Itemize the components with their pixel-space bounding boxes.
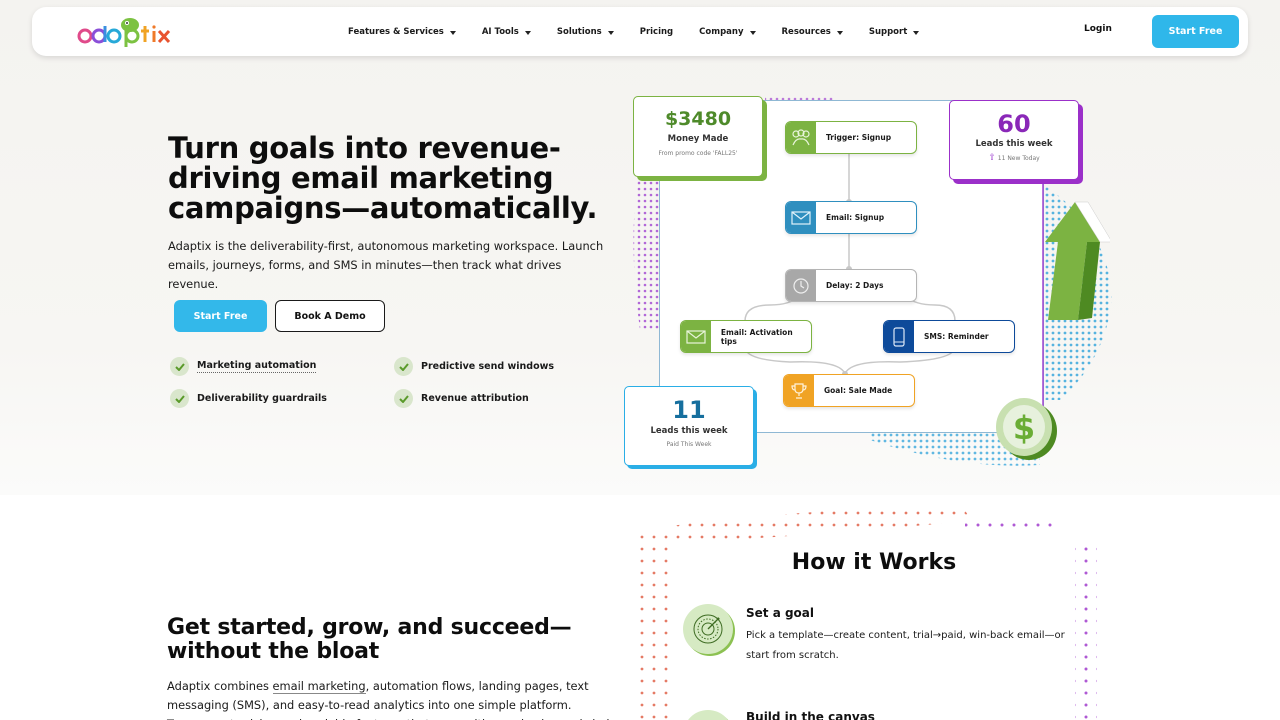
arrow-up-icon: ⇧ [988, 153, 996, 163]
leads-paid-sub: Paid This Week [666, 441, 712, 448]
nav-label: Pricing [639, 26, 674, 37]
feature-link[interactable]: Marketing automation [197, 360, 317, 373]
step-title: Set a goal [746, 606, 815, 620]
nav-label: Support [868, 26, 908, 37]
feature-predictive-send: Predictive send windows [394, 357, 554, 376]
canvas-icon [683, 710, 733, 720]
nav-resources[interactable]: Resources [782, 27, 843, 37]
caret-down-icon [607, 30, 614, 35]
section-body: Adaptix combines email marketing, automa… [167, 677, 627, 720]
adaptix-logo[interactable] [74, 16, 174, 48]
nav-solutions[interactable]: Solutions [557, 27, 614, 37]
nav-label: AI Tools [481, 26, 519, 37]
node-email-activation: Email: Activation tips [680, 320, 812, 353]
feature-label: Deliverability guardrails [197, 393, 327, 404]
leads-week-sub-text: 11 New Today [997, 155, 1040, 162]
book-demo-button[interactable]: Book A Demo [275, 300, 385, 332]
nav-start-free-button[interactable]: Start Free [1152, 15, 1239, 48]
caret-down-icon [749, 30, 756, 35]
growth-arrow-icon [1045, 201, 1110, 320]
leads-week-label: Leads this week [975, 139, 1053, 149]
svg-text:$: $ [1013, 409, 1035, 447]
nav-company[interactable]: Company [699, 26, 756, 37]
feature-deliverability: Deliverability guardrails [170, 389, 327, 408]
hero-title: Turn goals into revenue-driving email ma… [168, 131, 598, 225]
nav-features-services[interactable]: Features & Services [348, 27, 456, 37]
caret-down-icon [836, 30, 843, 35]
feature-label: Revenue attribution [421, 393, 529, 404]
leads-paid-label: Leads this week [650, 426, 728, 436]
money-value: $3480 [664, 108, 732, 130]
clock-icon [786, 270, 816, 301]
nav-ai-tools[interactable]: AI Tools [482, 27, 531, 37]
top-navbar: Features & Services AI Tools Solutions P… [32, 7, 1248, 56]
node-delay-2-days: Delay: 2 Days [785, 269, 917, 302]
node-trigger-signup: Trigger: Signup [785, 121, 917, 154]
node-goal-sale: Goal: Sale Made [783, 374, 915, 407]
stat-card-leads-week: 60 Leads this week ⇧ 11 New Today [949, 100, 1079, 180]
nav-label: Solutions [556, 26, 602, 37]
nav-support[interactable]: Support [868, 26, 920, 37]
stat-card-money-made: $3480 Money Made From promo code 'FALL25… [633, 96, 763, 177]
nav-pricing[interactable]: Pricing [640, 27, 673, 37]
body-text: , automation flows, landing pages, text … [167, 679, 617, 720]
node-label: Delay: 2 Days [826, 281, 884, 290]
leads-paid-value: 11 [672, 396, 706, 424]
node-label: Trigger: Signup [826, 133, 892, 142]
phone-icon [884, 321, 914, 352]
money-label: Money Made [667, 134, 729, 144]
step-title: Build in the canvas [746, 710, 875, 720]
start-free-button[interactable]: Start Free [174, 300, 267, 332]
envelope-icon [681, 321, 711, 352]
check-icon [394, 357, 413, 376]
node-label: SMS: Reminder [924, 332, 989, 341]
how-it-works-title: How it Works [791, 550, 957, 575]
nav-label: Features & Services [348, 26, 444, 37]
body-text: Adaptix combines [167, 679, 273, 693]
feature-marketing-automation: Marketing automation [170, 357, 317, 376]
caret-down-icon [449, 30, 456, 35]
money-sub: From promo code 'FALL25' [658, 150, 738, 157]
caret-down-icon [524, 30, 531, 35]
leads-week-value: 60 [997, 110, 1031, 138]
feature-revenue-attribution: Revenue attribution [394, 389, 529, 408]
nav-menu: Features & Services AI Tools Solutions P… [348, 7, 945, 56]
hero-subtitle: Adaptix is the deliverability-first, aut… [168, 239, 604, 291]
check-icon [170, 389, 189, 408]
target-icon [683, 604, 733, 654]
node-label: Email: Signup [826, 213, 885, 222]
check-icon [170, 357, 189, 376]
node-email-signup: Email: Signup [785, 201, 917, 234]
people-icon [786, 122, 816, 153]
feature-label: Predictive send windows [421, 361, 555, 372]
login-link[interactable]: Login [1084, 24, 1112, 34]
leads-week-sub: ⇧ 11 New Today [950, 153, 1078, 163]
section-title: Get started, grow, and succeed—without t… [167, 615, 572, 664]
node-label: Goal: Sale Made [824, 386, 893, 395]
caret-down-icon [913, 30, 920, 35]
trophy-icon [784, 375, 814, 406]
check-icon [394, 389, 413, 408]
node-label: Email: Activation tips [720, 327, 793, 346]
nav-label: Company [699, 26, 744, 37]
dollar-coin-icon: $ [996, 398, 1057, 460]
nav-label: Resources [781, 26, 831, 37]
stat-card-leads-paid: 11 Leads this week Paid This Week [624, 386, 754, 466]
step-desc: Pick a template—create content, trial→pa… [746, 630, 1065, 661]
envelope-icon [786, 202, 816, 233]
email-marketing-link[interactable]: email marketing [272, 679, 366, 694]
node-sms-reminder: SMS: Reminder [883, 320, 1015, 353]
